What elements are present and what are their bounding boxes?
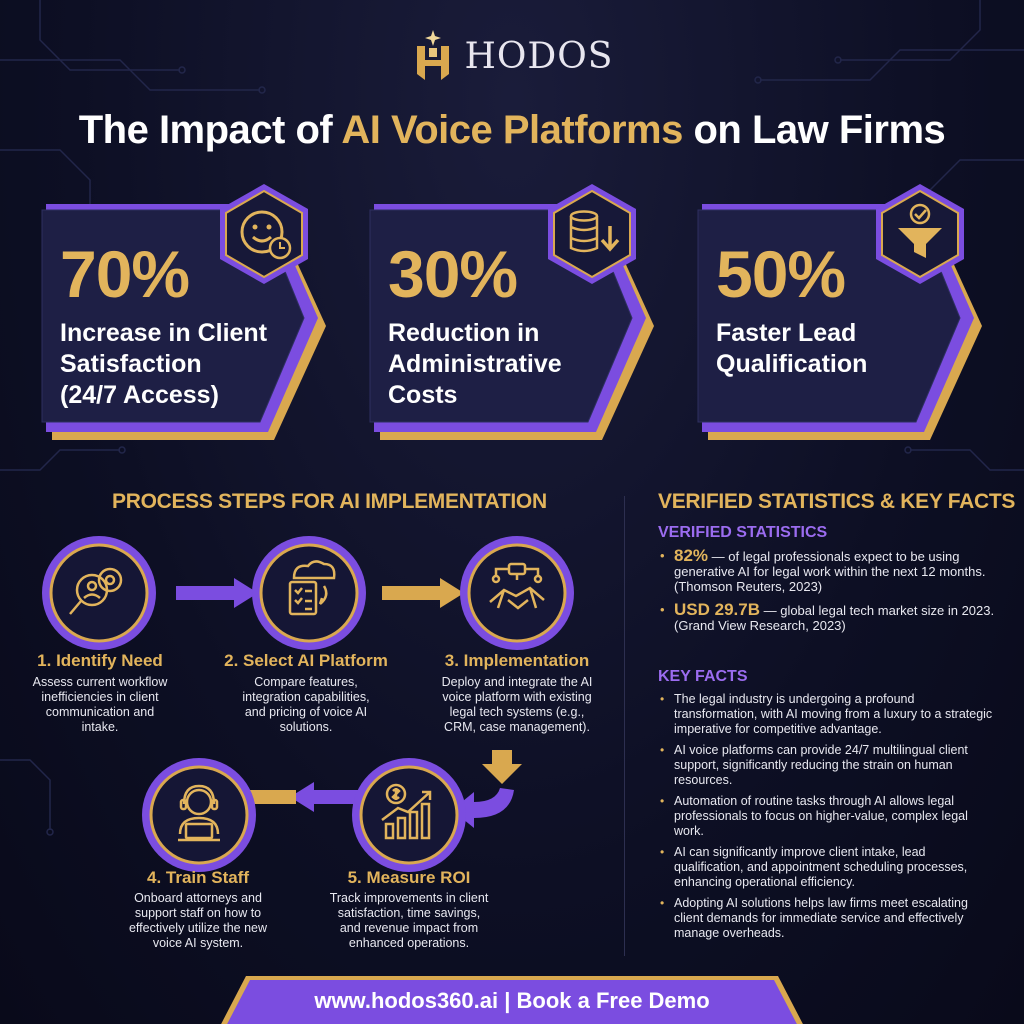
arrow-left-icon [290,782,372,812]
coins-down-arrow-icon [548,184,636,284]
step-title: 5. Measure ROI [347,868,471,887]
handshake-network-icon [460,536,574,650]
step-title: 3. Implementation [444,651,590,670]
smiley-clock-icon [220,184,308,284]
brand-name: HODOS [464,35,614,77]
verified-statistics-list: 82% — of legal professionals expect to b… [658,546,998,641]
funnel-check-icon [876,184,964,284]
step-title: 1. Identify Need [37,651,163,670]
arrow-right-icon [176,578,258,608]
title-part-2: on Law Firms [682,108,946,152]
footer-banner[interactable]: www.hodos360.ai | Book a Free Demo [216,974,808,1024]
stat-text: — of legal professionals expect to be us… [674,549,986,594]
stat-highlight: USD 29.7B [674,600,760,619]
stat-text: — global legal tech market size in 2023.… [674,603,995,633]
headset-laptop-icon [142,758,256,872]
growth-chart-icon [352,758,466,872]
list-item: AI can significantly improve client inta… [658,845,998,890]
stat-card-lead-qualification: 50% Faster Lead Qualification [694,184,984,446]
stat-value: 70% [60,237,190,311]
section-divider [624,496,625,956]
hodos-logo-icon [416,30,449,80]
step-description: Compare features, integration capabiliti… [242,675,370,734]
facts-section-title: VERIFIED STATISTICS & KEY FACTS [658,490,1016,513]
stat-label: Reduction in Administrative Costs [388,319,562,409]
stat-card-administrative-costs: 30% Reduction in Administrative Costs [366,184,656,446]
step-description: Onboard attorneys and support staff on h… [128,891,268,950]
process-section-title: PROCESS STEPS FOR AI IMPLEMENTATION [112,490,547,513]
step-description: Assess current workflow inefficiencies i… [32,675,168,734]
key-facts-title: KEY FACTS [658,668,748,685]
key-facts-list: The legal industry is undergoing a profo… [658,692,998,947]
list-item: Automation of routine tasks through AI a… [658,794,998,839]
stat-value: 50% [716,237,846,311]
list-item: USD 29.7B — global legal tech market siz… [658,600,998,633]
stat-label: Increase in Client Satisfaction (24/7 Ac… [60,319,268,409]
footer-cta-link[interactable]: www.hodos360.ai | Book a Free Demo [314,988,710,1013]
cloud-checklist-icon [252,536,366,650]
title-part-1: The Impact of [78,108,342,152]
step-description: Deploy and integrate the AI voice platfo… [441,675,593,734]
step-title: 2. Select AI Platform [224,651,388,670]
stat-value: 30% [388,237,518,311]
list-item: The legal industry is undergoing a profo… [658,692,998,737]
footer-shape [221,976,803,1024]
arrow-right-icon [382,578,464,608]
brand-logo: HODOS [0,30,1024,82]
step-title: 4. Train Staff [146,868,250,887]
verified-statistics-title: VERIFIED STATISTICS [658,524,828,541]
search-gear-icon [42,536,156,650]
list-item: Adopting AI solutions helps law firms me… [658,896,998,941]
page-title: The Impact of AI Voice Platforms on Law … [0,108,1024,153]
stat-label: Faster Lead Qualification [716,319,868,378]
list-item: AI voice platforms can provide 24/7 mult… [658,743,998,788]
step-description: Track improvements in client satisfactio… [329,891,489,950]
title-highlight: AI Voice Platforms [341,108,683,152]
stat-card-client-satisfaction: 70% Increase in Client Satisfaction (24/… [38,184,328,446]
list-item: 82% — of legal professionals expect to b… [658,546,998,594]
stat-highlight: 82% [674,546,709,565]
curved-arrow-icon [452,750,522,828]
